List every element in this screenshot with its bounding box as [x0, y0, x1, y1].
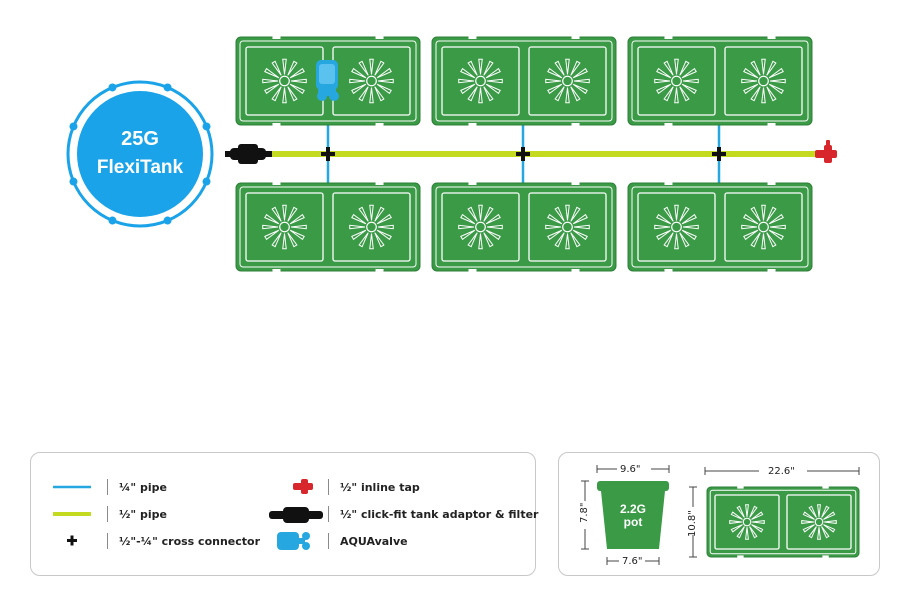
grow-tray: [431, 181, 617, 273]
tank-stud: [108, 216, 117, 225]
legend-label-quarter-pipe: ¼" pipe: [119, 481, 167, 494]
pot-pad: [441, 192, 520, 262]
legend-label-tank-adaptor: ½" click-fit tank adaptor & filter: [340, 508, 539, 521]
tray-depth: 10.8": [687, 510, 698, 537]
pot-pad: [528, 46, 607, 116]
tank-label-name: FlexiTank: [97, 157, 184, 178]
pot-pad: [332, 46, 411, 116]
cross-connector-icon: [717, 147, 721, 161]
cross-connector-icon: [521, 147, 525, 161]
pot-pad: [245, 192, 324, 262]
tank-stud: [202, 177, 211, 186]
pot-pad: [724, 46, 803, 116]
grow-tray: [706, 485, 860, 559]
legend-label-aquavalve: AQUAvalve: [340, 535, 408, 548]
sizes-panel: 9.6" 7.8" 7.6" 22.6" 10.8" 2.2G pot: [558, 452, 880, 576]
grow-tray: [431, 35, 617, 127]
tank-stud: [163, 216, 172, 225]
aquavalve-icon: [277, 532, 310, 550]
flexitank: 25G FlexiTank: [66, 80, 214, 228]
grow-tray: [627, 35, 813, 127]
legend-label-half-pipe: ½" pipe: [119, 508, 167, 521]
cross-connector-icon: [67, 535, 77, 546]
tank-label-size: 25G: [121, 128, 159, 150]
pot-drawing: [597, 481, 669, 549]
tank-adaptor-icon: [225, 144, 272, 164]
tank-stud: [69, 177, 78, 186]
legend-icons: [53, 479, 323, 550]
aquavalve-icon: [316, 60, 339, 101]
tray-drawing: [706, 485, 860, 559]
tray-width: 22.6": [768, 466, 795, 477]
tank-stud: [69, 122, 78, 131]
inline-tap-icon: [815, 140, 837, 163]
grow-tray: [627, 181, 813, 273]
cross-connectors: [321, 147, 726, 161]
pot-pad: [724, 192, 803, 262]
pot-pad: [245, 46, 324, 116]
legend-panel: ¼" pipe ½" pipe ½"-¼" cross connector ½"…: [30, 452, 539, 576]
tank-stud: [108, 83, 117, 92]
tank-stud: [202, 122, 211, 131]
grow-tray: [235, 181, 421, 273]
tank-adaptor-icon: [269, 507, 323, 523]
legend-label-cross-connector: ½"-¼" cross connector: [119, 535, 261, 548]
pot-pad: [714, 494, 780, 550]
pot-pad: [332, 192, 411, 262]
pot-label-name: pot: [623, 515, 643, 529]
tray-grid: [235, 35, 813, 273]
pot-dimension-lines: [581, 465, 670, 565]
sizes-drawing: [581, 465, 860, 565]
pot-pad: [528, 192, 607, 262]
pot-pad: [786, 494, 852, 550]
legend-label-inline-tap: ½" inline tap: [340, 481, 420, 494]
pot-height: 7.8": [579, 502, 590, 523]
inline-tap-icon: [293, 479, 313, 494]
pot-top-width: 9.6": [620, 464, 641, 475]
pot-label-size: 2.2G: [619, 502, 646, 516]
pot-pad: [637, 192, 716, 262]
tray-dimension-lines: [689, 467, 860, 558]
pot-pad: [637, 46, 716, 116]
pot-pad: [441, 46, 520, 116]
cross-connector-icon: [326, 147, 330, 161]
tank-stud: [163, 83, 172, 92]
pot-bottom-width: 7.6": [622, 556, 643, 567]
